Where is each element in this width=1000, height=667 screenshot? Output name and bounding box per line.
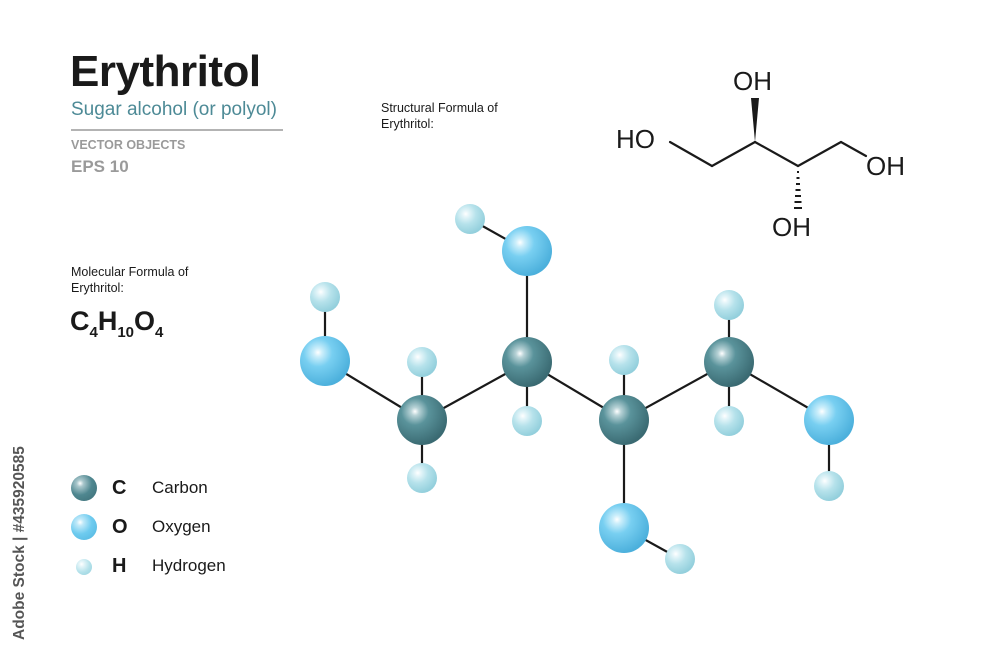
hydrogen-atom-icon bbox=[76, 559, 92, 575]
molecule-bonds bbox=[323, 217, 831, 561]
oxygen-atom bbox=[804, 395, 854, 445]
page-title: Erythritol bbox=[70, 47, 261, 96]
structural-formula bbox=[668, 140, 868, 168]
skeletal-bond bbox=[668, 140, 714, 168]
formula-count-h: 10 bbox=[117, 324, 135, 341]
oxygen-atom-icon bbox=[71, 514, 97, 540]
legend-symbol-hydrogen: H bbox=[112, 555, 127, 577]
legend-name-hydrogen: Hydrogen bbox=[152, 556, 226, 575]
structural-label-top: OH bbox=[733, 66, 772, 96]
formula-element-o: O bbox=[134, 306, 156, 336]
hashed-wedge-bond bbox=[794, 171, 802, 209]
hydrogen-atom bbox=[714, 406, 744, 436]
hydrogen-atom bbox=[455, 204, 485, 234]
hydrogen-atom bbox=[665, 544, 695, 574]
formula-element-h: H bbox=[97, 306, 118, 336]
structural-label-bottom: OH bbox=[772, 212, 811, 242]
skeletal-bond bbox=[796, 140, 843, 168]
eps-version-label: EPS 10 bbox=[71, 157, 129, 176]
carbon-atom bbox=[502, 337, 552, 387]
formula-count-c: 4 bbox=[89, 324, 98, 341]
vector-objects-label: VECTOR OBJECTS bbox=[71, 138, 186, 152]
title-divider bbox=[71, 129, 283, 131]
hydrogen-atom bbox=[310, 282, 340, 312]
structural-formula-caption: Structural Formula of Erythritol: bbox=[381, 101, 498, 131]
carbon-atom-icon bbox=[71, 475, 97, 501]
molecular-formula-caption: Molecular Formula of Erythritol: bbox=[71, 265, 189, 295]
legend-name-carbon: Carbon bbox=[152, 478, 208, 497]
carbon-atom bbox=[704, 337, 754, 387]
molecular-formula: C4H10O4 bbox=[70, 306, 163, 341]
oxygen-atom bbox=[599, 503, 649, 553]
formula-count-o: 4 bbox=[155, 324, 164, 341]
structural-label-left: HO bbox=[616, 124, 655, 154]
molecule-atoms bbox=[300, 204, 854, 574]
hydrogen-atom bbox=[814, 471, 844, 501]
skeletal-bond bbox=[753, 140, 800, 168]
hydrogen-atom bbox=[714, 290, 744, 320]
legend-symbol-carbon: C bbox=[112, 477, 127, 499]
hydrogen-atom bbox=[407, 347, 437, 377]
oxygen-atom bbox=[502, 226, 552, 276]
legend-name-oxygen: Oxygen bbox=[152, 517, 211, 536]
page-subtitle: Sugar alcohol (or polyol) bbox=[71, 99, 277, 120]
hydrogen-atom bbox=[609, 345, 639, 375]
carbon-atom bbox=[397, 395, 447, 445]
oxygen-atom bbox=[300, 336, 350, 386]
stock-watermark: Adobe Stock | #435920585 bbox=[11, 446, 28, 640]
legend-symbol-oxygen: O bbox=[112, 516, 128, 538]
skeletal-bond bbox=[710, 140, 757, 168]
hydrogen-atom bbox=[512, 406, 542, 436]
carbon-atom bbox=[599, 395, 649, 445]
hydrogen-atom bbox=[407, 463, 437, 493]
watermark-text: Adobe Stock | #435920585 bbox=[11, 446, 28, 640]
formula-element-c: C bbox=[70, 306, 90, 336]
skeletal-bond bbox=[839, 140, 868, 158]
structural-label-right: OH bbox=[866, 151, 905, 181]
wedge-bond bbox=[751, 98, 759, 142]
